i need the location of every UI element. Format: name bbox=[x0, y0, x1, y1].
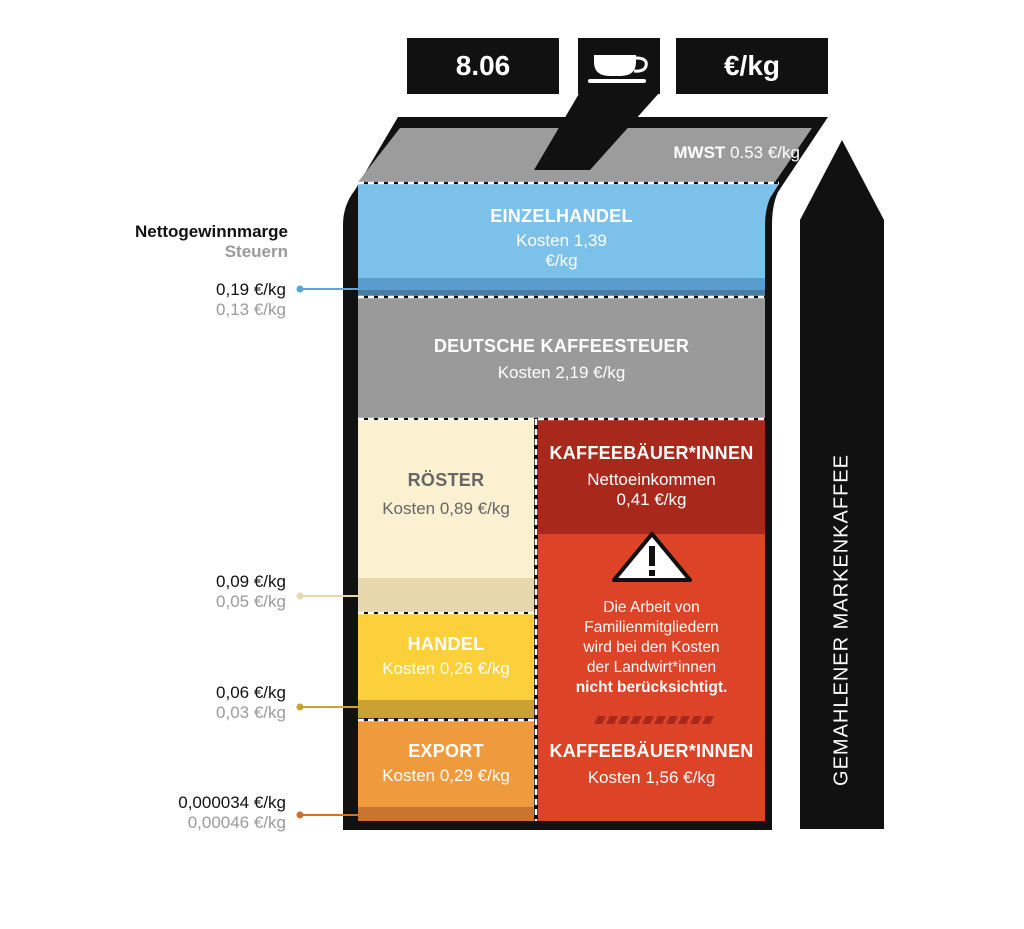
warning-line1: Die Arbeit von bbox=[603, 599, 700, 616]
farmers-income-title: KAFFEEBÄUER*INNEN bbox=[549, 443, 754, 463]
einzelhandel-label: EINZELHANDEL Kosten 1,39 €/kg bbox=[358, 206, 765, 271]
kaffeesteuer-title: DEUTSCHE KAFFEESTEUER bbox=[433, 336, 690, 356]
mwst-title: MWST bbox=[673, 143, 726, 162]
export-value: Kosten 0,29 €/kg bbox=[382, 766, 510, 785]
kaffeesteuer-label: DEUTSCHE KAFFEESTEUER Kosten 2,19 €/kg bbox=[358, 336, 765, 383]
segment-kaffeesteuer bbox=[358, 298, 765, 418]
export-title: EXPORT bbox=[408, 741, 484, 761]
margin-leaders bbox=[296, 285, 358, 819]
export-label: EXPORT Kosten 0,29 €/kg bbox=[358, 741, 534, 786]
roester-margin-band bbox=[358, 578, 534, 612]
warning-icon bbox=[612, 532, 692, 582]
export-margin-band bbox=[358, 807, 534, 821]
segment-handel bbox=[358, 614, 534, 702]
farmers-cost-value: Kosten 1,56 €/kg bbox=[587, 768, 716, 787]
einzelhandel-line1: Kosten 1,39 bbox=[516, 231, 607, 250]
warning-line2: Familienmitgliedern bbox=[584, 619, 719, 636]
handel-margin-band bbox=[358, 700, 534, 718]
einzelhandel-line2: €/kg bbox=[545, 251, 578, 270]
side-label-text: GEMAHLENER MARKENKAFFEE bbox=[830, 454, 853, 786]
roester-label: RÖSTER Kosten 0,89 €/kg bbox=[358, 470, 534, 519]
margin-net: 0,06 €/kg bbox=[216, 683, 286, 702]
margin-label-einzelhandel: 0,19 €/kg 0,13 €/kg bbox=[60, 280, 286, 320]
farmers-income-line2: 0,41 €/kg bbox=[616, 490, 687, 509]
segment-farmers-income bbox=[538, 420, 765, 534]
roester-value: Kosten 0,89 €/kg bbox=[382, 499, 510, 518]
legend-taxes: Steuern bbox=[224, 242, 288, 261]
margin-label-export: 0,000034 €/kg 0,00046 €/kg bbox=[60, 793, 286, 833]
warning-line3: wird bei den Kosten bbox=[583, 639, 720, 656]
margin-label-handel: 0,06 €/kg 0,03 €/kg bbox=[60, 683, 286, 723]
legend: Nettogewinnmarge Steuern bbox=[60, 222, 288, 262]
price-box: 8.06 bbox=[407, 38, 559, 94]
margin-tax: 0,00046 €/kg bbox=[187, 813, 286, 832]
segment-einzelhandel bbox=[358, 184, 779, 292]
farmers-income-line1: Nettoeinkommen bbox=[587, 470, 716, 489]
roester-title: RÖSTER bbox=[407, 470, 485, 490]
handel-value: Kosten 0,26 €/kg bbox=[382, 659, 510, 678]
margin-label-roester: 0,09 €/kg 0,05 €/kg bbox=[60, 572, 286, 612]
einzelhandel-margin-band bbox=[358, 278, 765, 292]
legend-net-margin: Nettogewinnmarge bbox=[134, 222, 288, 241]
bag-strap bbox=[534, 92, 660, 170]
segment-export bbox=[358, 721, 534, 809]
einzelhandel-tax-band bbox=[358, 290, 765, 296]
handel-title: HANDEL bbox=[407, 634, 485, 654]
farmers-cost-title: KAFFEEBÄUER*INNEN bbox=[549, 741, 754, 761]
coffee-cup-icon bbox=[578, 38, 660, 94]
warning-line5: nicht berücksichtigt. bbox=[575, 679, 728, 696]
handel-label: HANDEL Kosten 0,26 €/kg bbox=[358, 634, 534, 679]
unit-box: €/kg bbox=[676, 38, 828, 94]
total-arrow bbox=[800, 140, 884, 829]
price-unit: €/kg bbox=[723, 50, 781, 81]
mwst-value: 0.53 €/kg bbox=[730, 143, 800, 162]
price-value: 8.06 bbox=[455, 50, 511, 81]
segment-roester bbox=[358, 420, 534, 580]
farmers-income-label: KAFFEEBÄUER*INNEN Nettoeinkommen 0,41 €/… bbox=[538, 443, 765, 510]
margin-tax: 0,03 €/kg bbox=[216, 703, 286, 722]
margin-net: 0,000034 €/kg bbox=[178, 793, 286, 812]
einzelhandel-title: EINZELHANDEL bbox=[490, 206, 633, 226]
margin-net: 0,19 €/kg bbox=[216, 280, 286, 299]
margin-tax: 0,05 €/kg bbox=[216, 592, 286, 611]
kaffeesteuer-value: Kosten 2,19 €/kg bbox=[497, 363, 626, 382]
margin-tax: 0,13 €/kg bbox=[216, 300, 286, 319]
warning-text: Die Arbeit von Familienmitgliedern wird … bbox=[538, 598, 765, 698]
margin-net: 0,09 €/kg bbox=[216, 572, 286, 591]
farmers-cost-label: KAFFEEBÄUER*INNEN Kosten 1,56 €/kg bbox=[538, 741, 765, 788]
hazard-stripes bbox=[594, 716, 714, 724]
warning-line4: der Landwirt*innen bbox=[586, 659, 717, 676]
mwst-label: MWST 0.53 €/kg bbox=[600, 143, 800, 163]
